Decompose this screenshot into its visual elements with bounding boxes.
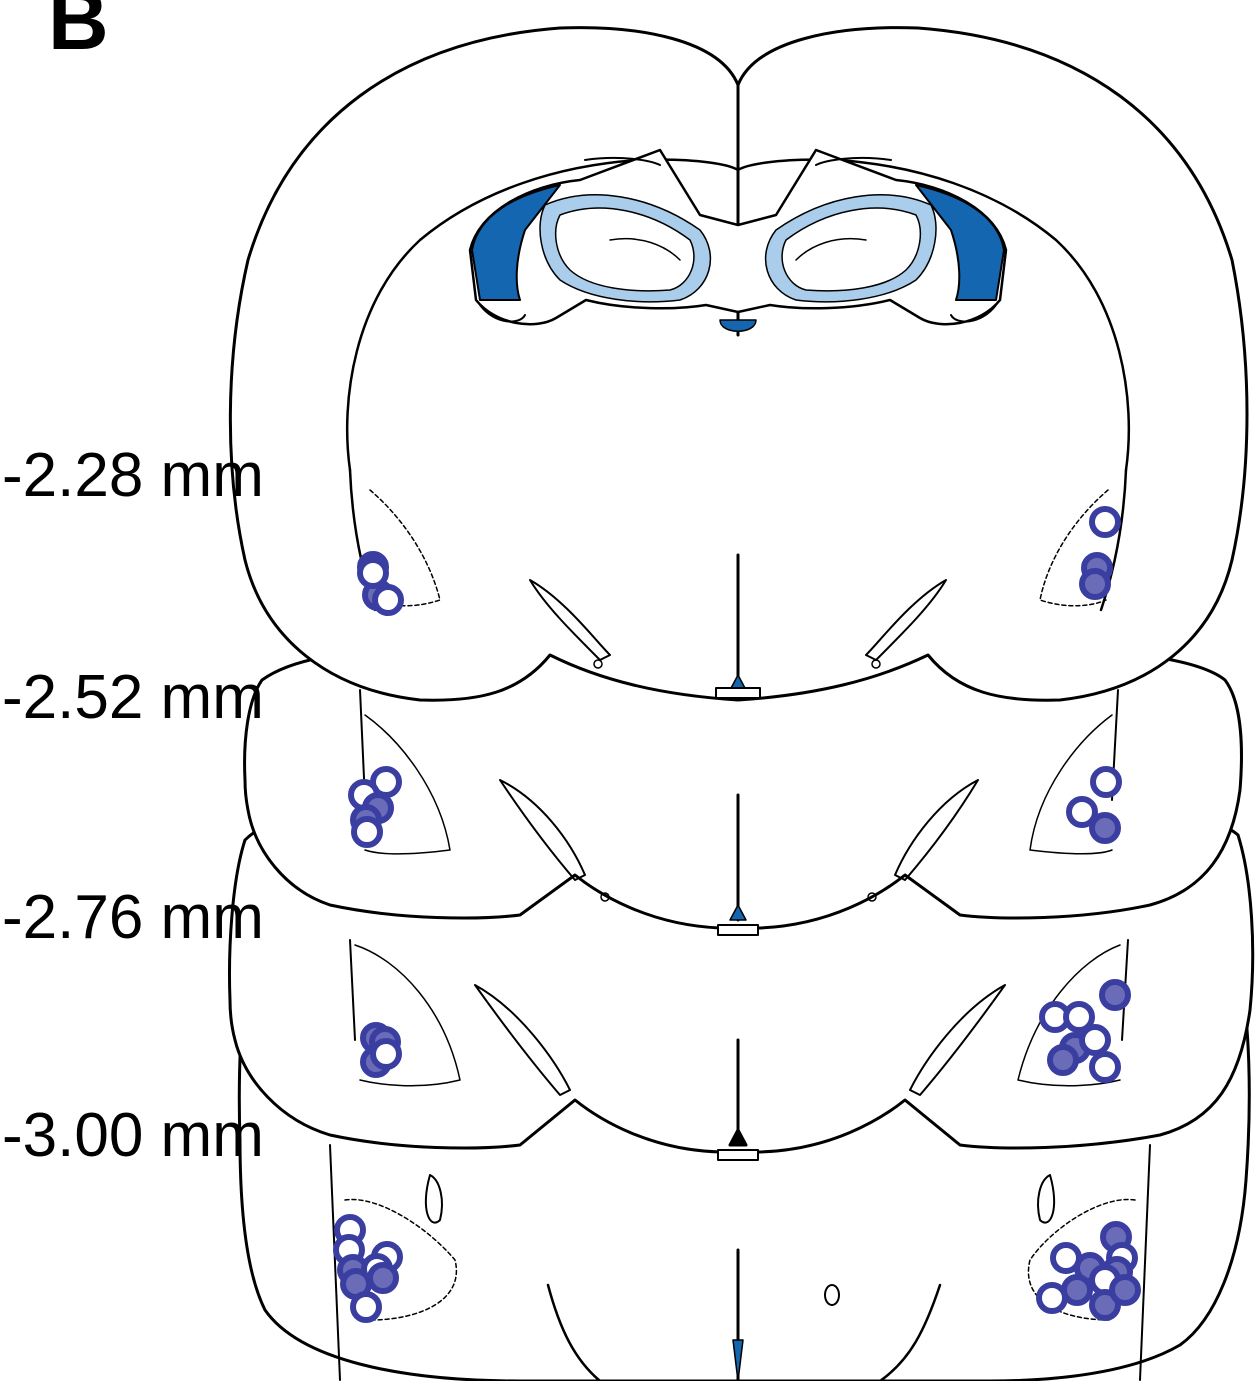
open-marker [1093,769,1119,795]
open-marker [360,560,386,586]
level-label-2-28: -2.28 mm [2,445,264,507]
filled-marker [1050,1047,1076,1073]
open-marker [353,1294,379,1320]
filled-marker [1082,571,1108,597]
level-label-2-52: -2.52 mm [2,667,264,729]
filled-marker [370,1265,396,1291]
open-marker [375,587,401,613]
level-label-3-00: -3.00 mm [2,1105,264,1167]
open-marker [1082,1027,1108,1053]
open-marker [354,819,380,845]
open-marker [1039,1285,1065,1311]
open-marker [1092,509,1118,535]
open-marker [1092,1054,1118,1080]
filled-marker [1102,982,1128,1008]
level-label-2-76: -2.76 mm [2,887,264,949]
filled-marker [1092,815,1118,841]
open-marker [373,1041,399,1067]
filled-marker [1112,1277,1138,1303]
panel-letter: B [48,0,109,62]
